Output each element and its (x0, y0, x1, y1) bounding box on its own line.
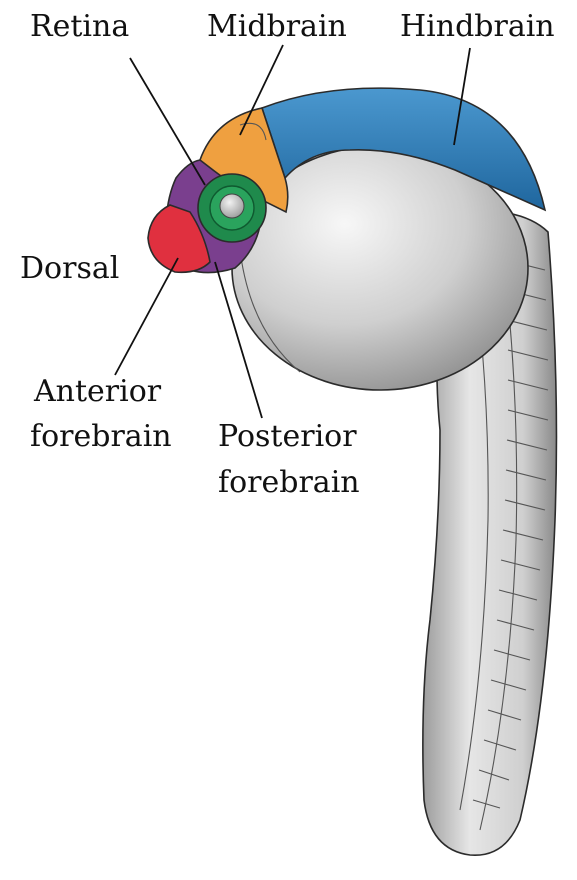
lens-icon (220, 194, 244, 218)
label-anterior-forebrain-line2: forebrain (30, 419, 172, 454)
label-posterior-forebrain-line2: forebrain (218, 465, 360, 500)
leader-retina (130, 58, 205, 185)
label-dorsal: Dorsal (20, 251, 119, 286)
leader-anterior-forebrain (115, 258, 178, 375)
label-anterior-forebrain-line1: Anterior (33, 374, 162, 409)
label-hindbrain: Hindbrain (400, 9, 555, 44)
label-midbrain: Midbrain (207, 9, 347, 44)
label-posterior-forebrain-line1: Posterior (218, 419, 357, 454)
label-retina: Retina (30, 9, 129, 44)
